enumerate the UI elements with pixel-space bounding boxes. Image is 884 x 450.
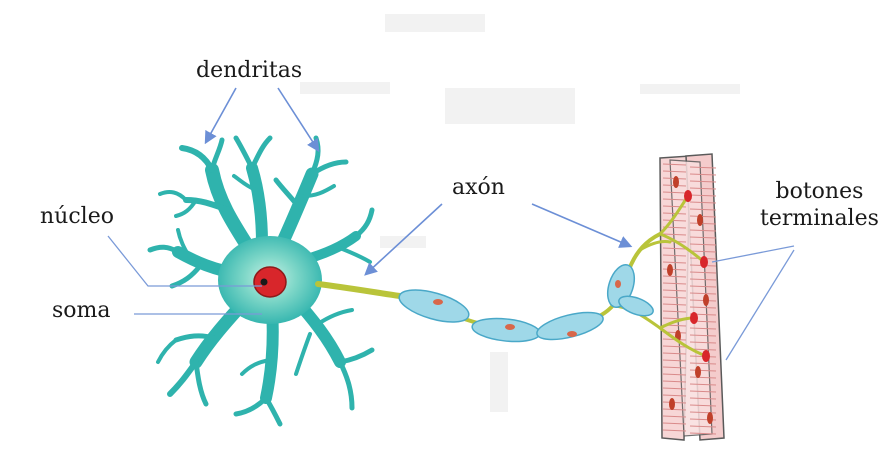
label-dendritas: dendritas <box>196 58 302 85</box>
label-botones-line2: terminales <box>760 206 879 233</box>
myelin-segment <box>396 284 472 329</box>
nucleus <box>254 267 286 297</box>
axon <box>318 234 660 331</box>
myelin-segment <box>471 316 541 345</box>
terminal-bouton <box>702 350 710 362</box>
myelin-segment <box>534 307 605 345</box>
label-botones-line1: botones <box>760 179 879 206</box>
label-nucleo: núcleo <box>40 204 114 231</box>
terminal-bouton <box>700 256 708 268</box>
pointer-botones-lower <box>726 250 794 360</box>
pointer-botones-upper <box>712 246 794 262</box>
arrow-axon-right <box>532 204 630 246</box>
myelin-segment <box>616 292 655 319</box>
arrow-axon-left <box>366 204 442 274</box>
terminal-bouton <box>690 312 698 324</box>
label-botones-terminales: botones terminales <box>760 179 879 233</box>
arrow-dendritas-left <box>206 88 236 142</box>
terminal-bouton <box>684 190 692 202</box>
nucleolus <box>261 279 268 286</box>
label-axon: axón <box>452 175 505 202</box>
label-soma: soma <box>52 298 111 325</box>
arrow-dendritas-right <box>278 88 318 150</box>
